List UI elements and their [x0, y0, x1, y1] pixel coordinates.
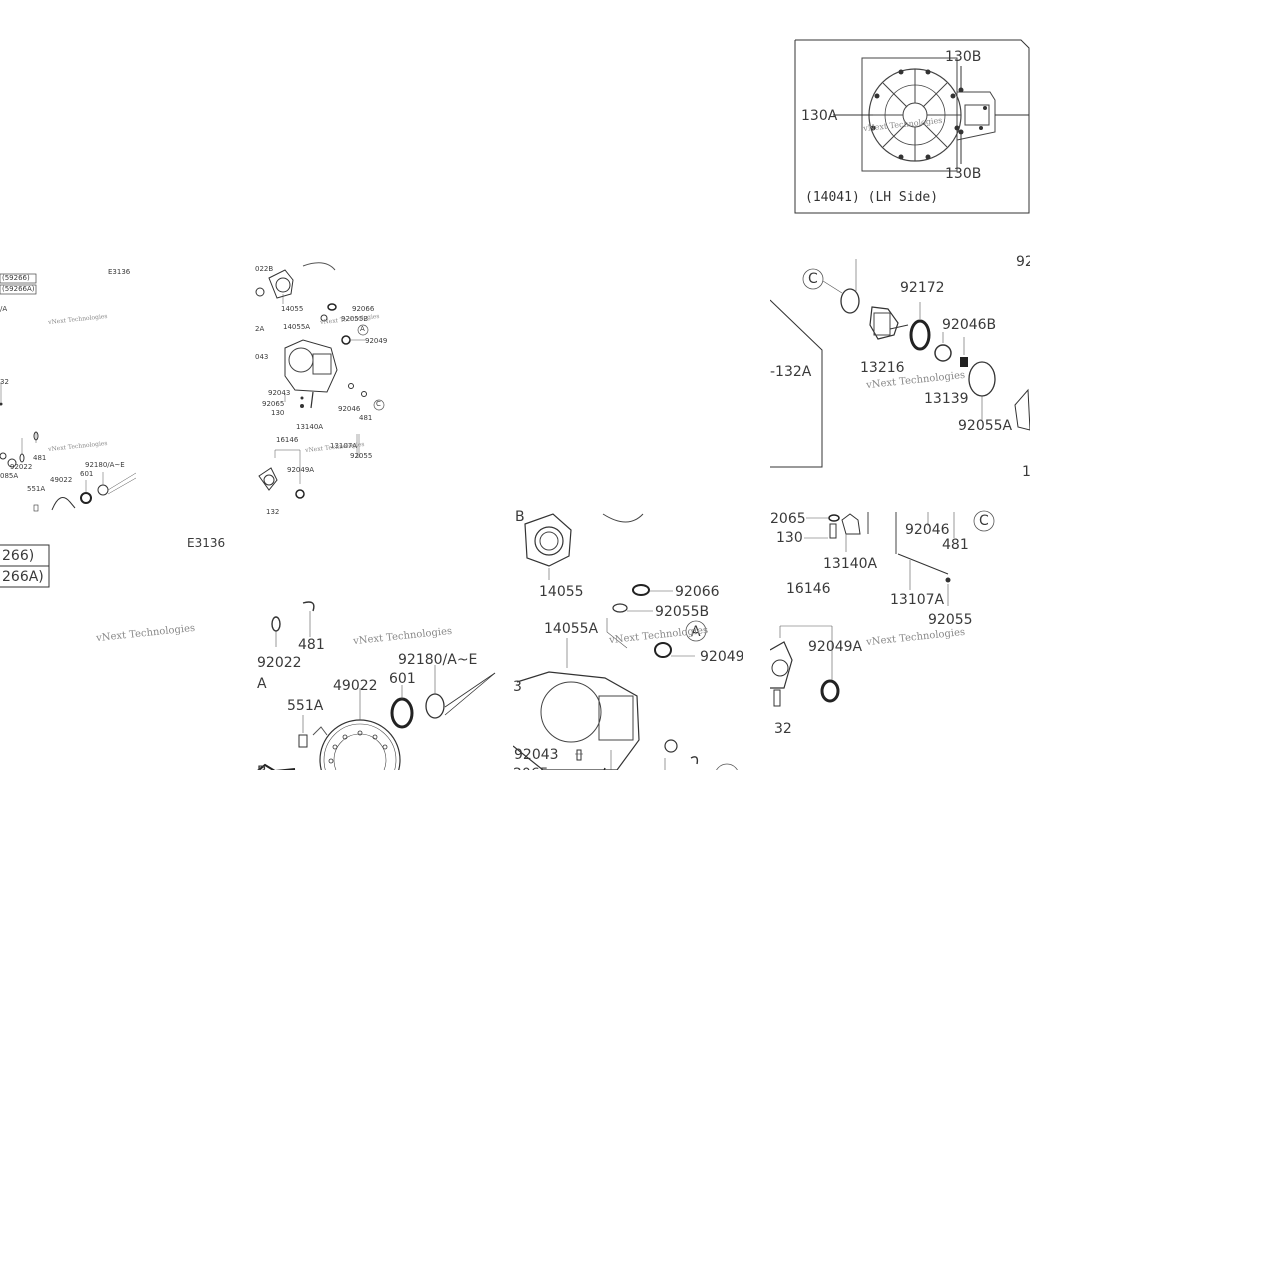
label-a: /A: [0, 305, 8, 313]
code-e3136: E3136: [187, 536, 226, 550]
label-2065: 2065: [770, 511, 806, 527]
label-16146: 16146: [786, 581, 831, 597]
label-92055b: 92055B: [341, 315, 369, 323]
label-92180: 92180/A~E: [85, 461, 125, 469]
label-085a: 085A: [0, 472, 19, 480]
zoom-right-mid-drawing: [770, 259, 1030, 468]
lh-side-drawing: [794, 39, 1030, 214]
label-022b: 022B: [255, 265, 274, 273]
circle-c: C: [808, 271, 818, 287]
label-92049a: 92049A: [808, 639, 863, 655]
label-92046: 92046: [905, 522, 950, 538]
label-92055: 92055: [350, 452, 373, 460]
label-481: 481: [298, 637, 325, 653]
label-14055a: 14055A: [544, 621, 599, 637]
label-13139: 13139: [924, 391, 969, 407]
zoom-left-bottom-tile: 481 92022 92180/A~E A 49022 601 551A B v…: [255, 585, 500, 770]
overview-left-drawing: [0, 273, 137, 512]
label-481: 481: [359, 414, 373, 422]
label-b: B: [257, 765, 267, 770]
label-92049: 92049: [365, 337, 388, 345]
label-2065: 2065: [513, 767, 549, 770]
label-92055a: 92055A: [958, 418, 1013, 434]
label-481: 481: [33, 454, 47, 462]
label-92172: 92172: [900, 280, 945, 296]
circle-a: A: [691, 624, 701, 640]
overview-mid-drawing: [255, 262, 385, 499]
label-130: 130: [271, 409, 285, 417]
label-132: 132: [266, 508, 280, 515]
label-13216: 13216: [860, 360, 905, 376]
label-92022: 92022: [257, 655, 302, 671]
circle-c: C: [979, 513, 989, 529]
label-130b-top: 130B: [945, 49, 982, 65]
lh-side-panel: 130A 130B 130B (14041) (LH Side) vNext T…: [785, 30, 1030, 220]
label-92046b: 92046B: [942, 317, 997, 333]
label-130a: 130A: [801, 108, 838, 124]
label-32: 32: [774, 721, 792, 737]
label-551a: 551A: [287, 698, 324, 714]
label-49022: 49022: [50, 476, 73, 484]
label-49022: 49022: [333, 678, 378, 694]
zoom-left-bottom-drawing: [257, 601, 496, 770]
label-601: 601: [389, 671, 416, 687]
label-92043: 92043: [514, 747, 559, 763]
label-92049: 92049: [700, 649, 743, 665]
box-59266: (59266): [2, 274, 30, 282]
label-601: 601: [80, 470, 94, 478]
label-14055: 14055: [539, 584, 584, 600]
label-3: 3: [513, 679, 522, 695]
box-266a: 266A): [2, 569, 44, 585]
zoom-right-bottom-tile: 2065 130 13140A 92046 481 C 16146 13107A…: [770, 510, 1030, 745]
label-92-top: 92: [1016, 255, 1030, 270]
circle-a: A: [360, 325, 365, 333]
label-92180: 92180/A~E: [398, 652, 478, 668]
zoom-left-tile: 266) 266A) E3136 vNext Technologies: [0, 520, 245, 670]
zoom-right-bottom-drawing: [770, 510, 995, 707]
label-043: 043: [255, 353, 269, 361]
label-92043: 92043: [268, 389, 291, 397]
lh-side-caption: (14041) (LH Side): [805, 190, 939, 205]
overview-left-tile: (59266) (59266A) E3136 /A 32 481 92022 0…: [0, 258, 245, 520]
zoom-right-mid-tile: 92172 92046B 13216 13139 92055A -132A 92…: [770, 255, 1030, 480]
label-132a: -132A: [770, 364, 812, 380]
code-e3136: E3136: [108, 268, 131, 276]
label-14055a: 14055A: [283, 323, 311, 331]
label-13140a: 13140A: [823, 556, 878, 572]
label-a: A: [257, 676, 267, 692]
zoom-center-bottom-tile: B 14055 92066 92055B 14055A A 92049 3 92…: [513, 510, 743, 770]
label-92066: 92066: [352, 305, 375, 313]
box-266: 266): [2, 548, 35, 564]
box-59266a: (59266A): [2, 285, 35, 293]
label-92049a: 92049A: [287, 466, 315, 474]
label-551a: 551A: [27, 485, 46, 493]
label-92046: 92046: [338, 405, 361, 413]
label-14055: 14055: [281, 305, 304, 313]
label-b: B: [515, 510, 525, 525]
zoom-center-bottom-drawing: [513, 513, 738, 770]
label-32: 32: [0, 378, 9, 386]
label-92065: 92065: [262, 400, 285, 408]
label-481: 481: [942, 537, 969, 553]
label-16146: 16146: [276, 436, 299, 444]
label-13107a: 13107A: [330, 442, 358, 450]
label-130b-bottom: 130B: [945, 166, 982, 182]
label-1: 1: [1022, 464, 1030, 480]
circle-c: C: [376, 400, 381, 408]
label-13107a: 13107A: [890, 592, 945, 608]
label-92066: 92066: [675, 584, 720, 600]
label-130: 130: [776, 530, 803, 546]
label-92055b: 92055B: [655, 604, 710, 620]
label-92055: 92055: [928, 612, 973, 628]
label-92022: 92022: [10, 463, 33, 471]
label-13140a: 13140A: [296, 423, 324, 431]
zoom-left-drawing: [0, 544, 50, 588]
label-2a: 2A: [255, 325, 265, 333]
overview-mid-tile: 022B 14055 92066 14055A 92055B A 92049 2…: [255, 258, 505, 514]
